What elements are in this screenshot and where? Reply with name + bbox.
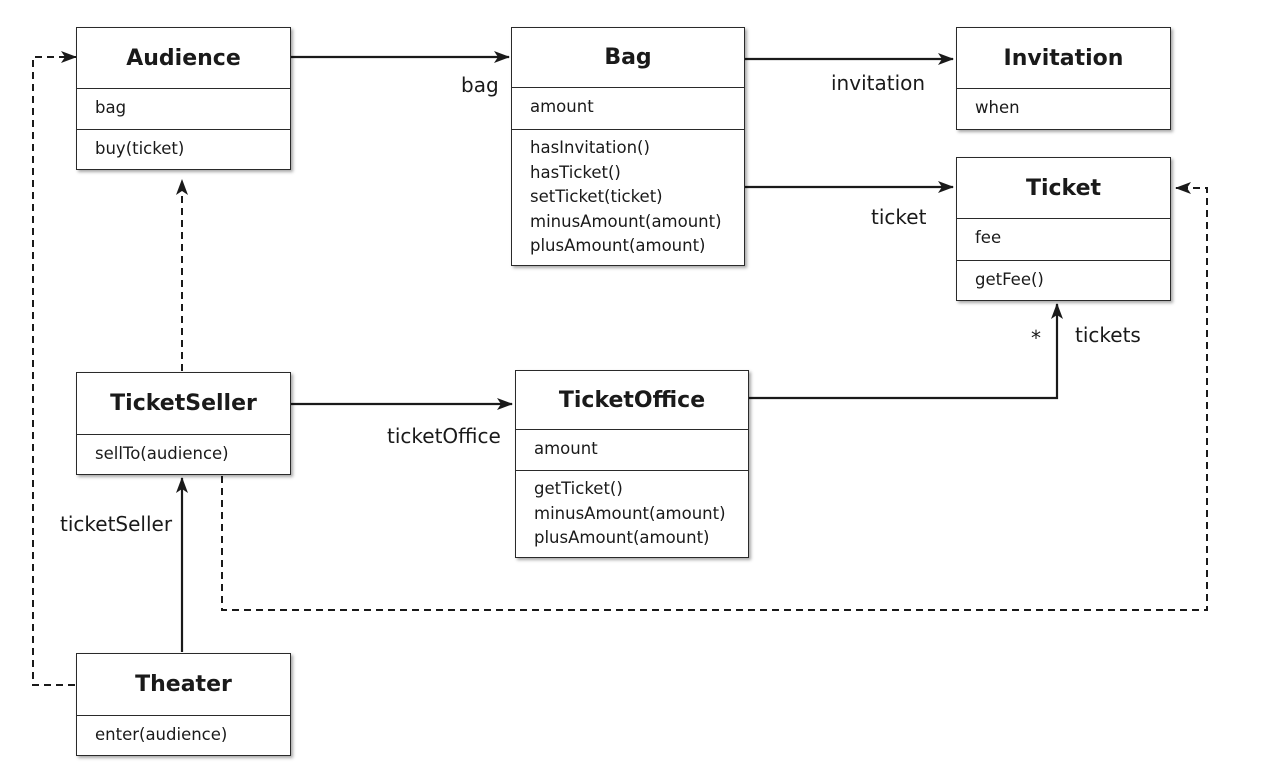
method: buy(ticket) bbox=[95, 139, 185, 158]
methods-section: sellTo(audience) bbox=[77, 435, 290, 473]
attributes-section: bag bbox=[77, 89, 290, 129]
attribute: fee bbox=[975, 228, 1002, 247]
label-multiplicity-many: * bbox=[1031, 326, 1041, 350]
method: setTicket(ticket) bbox=[530, 187, 663, 206]
class-title: Audience bbox=[77, 28, 290, 89]
label-theater-ticketseller: ticketSeller bbox=[60, 512, 173, 536]
class-title: Invitation bbox=[957, 28, 1170, 89]
attributes-section: amount bbox=[512, 88, 744, 129]
class-title: Bag bbox=[512, 28, 744, 88]
methods-section: getTicket() minusAmount(amount) plusAmou… bbox=[516, 470, 748, 557]
method: minusAmount(amount) bbox=[530, 211, 722, 231]
methods-section: buy(ticket) bbox=[77, 129, 290, 168]
attribute: amount bbox=[534, 439, 598, 458]
label-audience-bag: bag bbox=[461, 73, 499, 97]
methods-section: getFee() bbox=[957, 260, 1170, 299]
label-ticketseller-ticketoffice: ticketOffice bbox=[387, 424, 501, 448]
method: hasInvitation() bbox=[530, 138, 650, 157]
attributes-section: when bbox=[957, 89, 1170, 127]
methods-section: hasInvitation() hasTicket() setTicket(ti… bbox=[512, 129, 744, 265]
class-title: TicketOffice bbox=[516, 371, 748, 430]
dependency-ticketseller-ticket bbox=[221, 187, 1208, 611]
method: getFee() bbox=[975, 270, 1044, 289]
class-audience: Audience bag buy(ticket) bbox=[76, 27, 291, 170]
method: plusAmount(amount) bbox=[534, 528, 710, 547]
class-title: TicketSeller bbox=[77, 373, 290, 435]
label-bag-ticket: ticket bbox=[871, 205, 927, 229]
method: enter(audience) bbox=[95, 725, 228, 744]
class-title: Theater bbox=[77, 654, 290, 716]
label-bag-invitation: invitation bbox=[831, 71, 926, 95]
class-ticketseller: TicketSeller sellTo(audience) bbox=[76, 372, 291, 475]
class-invitation: Invitation when bbox=[956, 27, 1171, 130]
method: sellTo(audience) bbox=[95, 444, 229, 463]
class-theater: Theater enter(audience) bbox=[76, 653, 291, 756]
class-ticketoffice: TicketOffice amount getTicket() minusAmo… bbox=[515, 370, 749, 558]
method: plusAmount(amount) bbox=[530, 236, 706, 255]
methods-section: enter(audience) bbox=[77, 716, 290, 754]
label-ticketoffice-tickets: tickets bbox=[1075, 323, 1141, 347]
attributes-section: fee bbox=[957, 219, 1170, 260]
association-ticketoffice-tickets bbox=[749, 305, 1059, 400]
class-bag: Bag amount hasInvitation() hasTicket() s… bbox=[511, 27, 745, 266]
method: hasTicket() bbox=[530, 162, 621, 182]
method: minusAmount(amount) bbox=[534, 503, 726, 523]
class-ticket: Ticket fee getFee() bbox=[956, 157, 1171, 301]
dependency-theater-audience bbox=[32, 56, 75, 686]
attribute: bag bbox=[95, 98, 127, 117]
attributes-section: amount bbox=[516, 430, 748, 470]
class-title: Ticket bbox=[957, 158, 1170, 219]
attribute: when bbox=[975, 98, 1020, 117]
attribute: amount bbox=[530, 97, 594, 116]
method: getTicket() bbox=[534, 479, 623, 498]
